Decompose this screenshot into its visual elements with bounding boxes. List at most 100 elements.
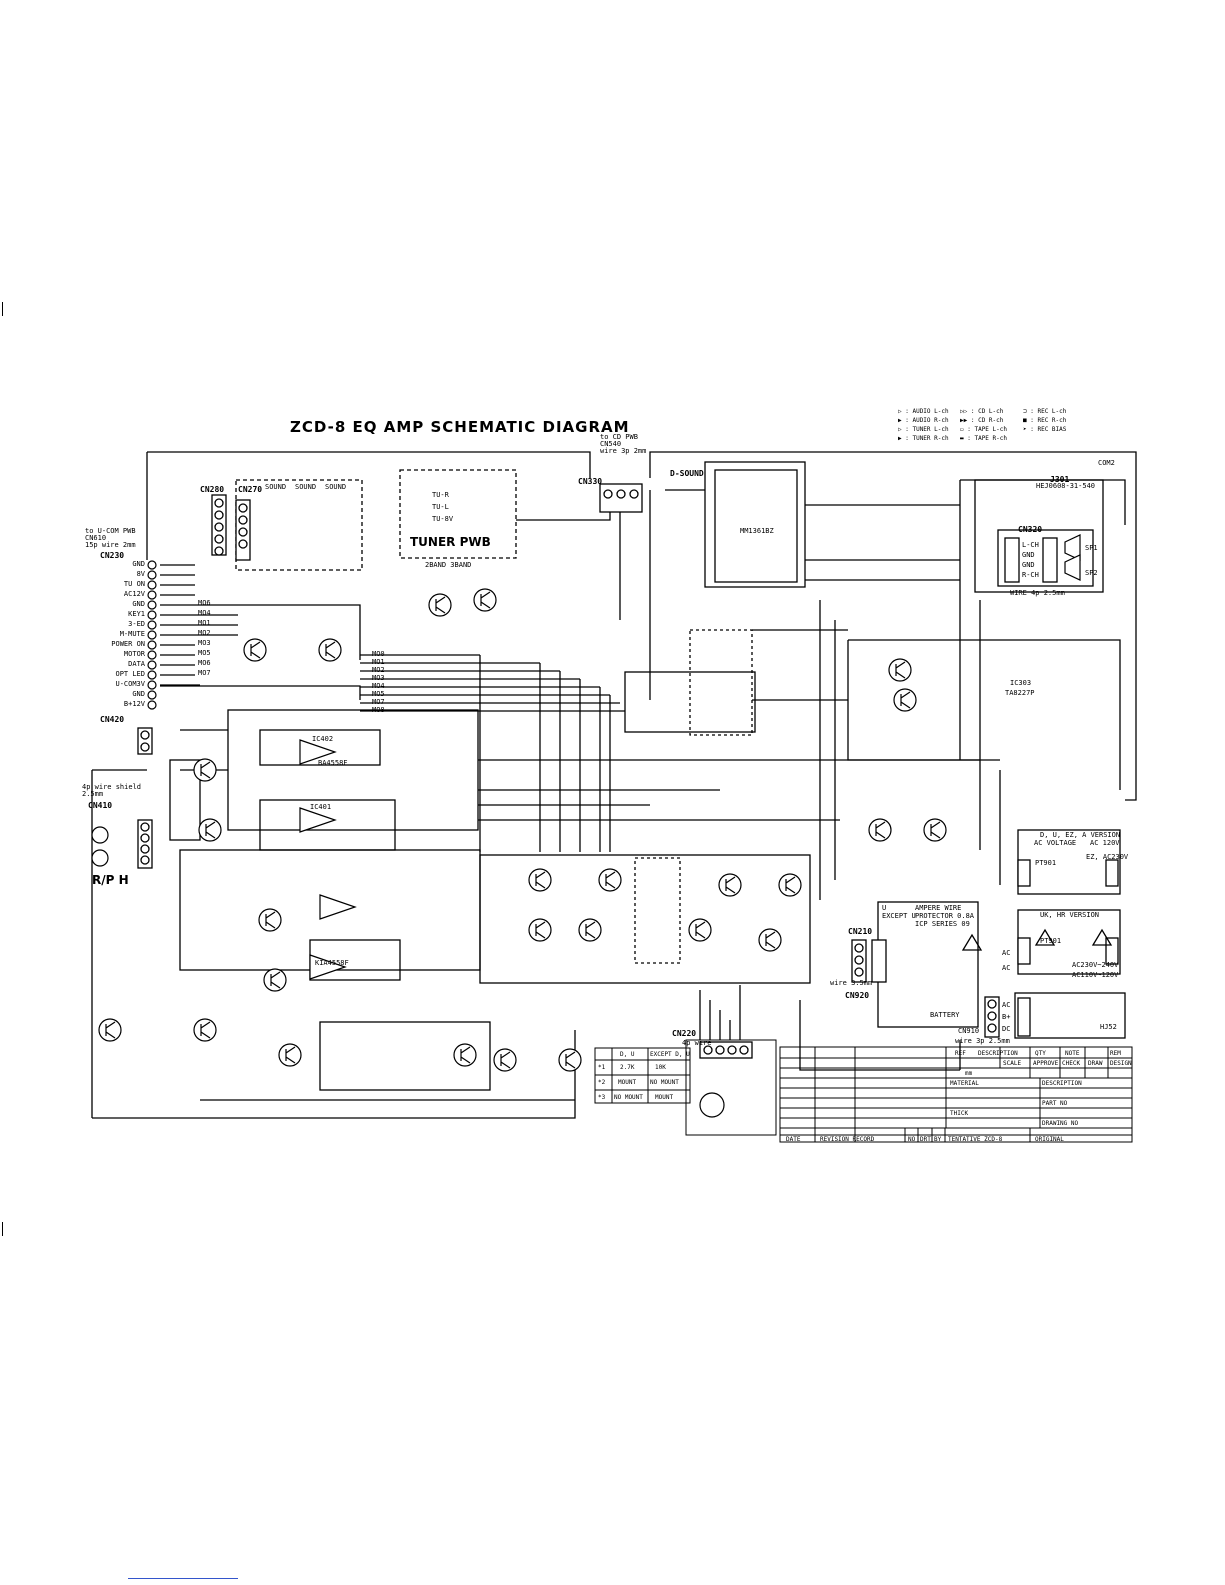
- speaker-label: SP1: [1085, 544, 1098, 552]
- cn910-label: CN910: [958, 1027, 980, 1035]
- tuner-port: TU-L: [432, 503, 449, 511]
- legend-entry: ⊐ : REC L-ch: [1023, 408, 1067, 415]
- cn230-label: CN230: [100, 551, 125, 560]
- pt-label: PT901: [1035, 859, 1057, 867]
- transistor-symbol: [428, 593, 452, 617]
- cn230-pin: [147, 650, 157, 660]
- variant-header: D, U: [620, 1051, 635, 1058]
- transistor-leads: [585, 921, 596, 939]
- transistor-symbol: [278, 1043, 302, 1067]
- variant-cell: 10K: [655, 1064, 666, 1071]
- variant-cell: *1: [598, 1064, 606, 1071]
- speaker-label: SP2: [1085, 569, 1098, 577]
- mo-label: MO8: [372, 706, 385, 714]
- tb-header: QTY: [1035, 1050, 1046, 1057]
- power-uk: UK, HR VERSION: [1040, 911, 1100, 919]
- power-version: D, U, EZ, A VERSION: [1040, 831, 1121, 839]
- cn230-pin: [147, 580, 157, 590]
- cn230-pin: [147, 630, 157, 640]
- cn920-wire: wire 3p 2.5mm: [955, 1037, 1010, 1045]
- ampere-cell: ICP SERIES 09: [915, 920, 970, 928]
- transistor-leads: [105, 1021, 116, 1039]
- mo-label: MO5: [198, 649, 211, 657]
- variant-cell: NO MOUNT: [614, 1094, 643, 1101]
- cn320-pin: GND: [1022, 561, 1035, 569]
- link-underline: [128, 1578, 238, 1579]
- cn230-pin-label: 8V: [136, 570, 145, 578]
- transistor-leads: [895, 661, 906, 679]
- mo-label: MO7: [198, 669, 211, 677]
- tuner-port: TU-8V: [432, 515, 454, 523]
- tb-footer: BY: [934, 1136, 942, 1143]
- ac-label: AC: [1002, 964, 1011, 972]
- mo-label: MO6: [198, 659, 211, 667]
- mo-label: MO4: [372, 682, 385, 690]
- cn230-pin: [147, 690, 157, 700]
- variant-cell: NO MOUNT: [650, 1079, 679, 1086]
- ic-part: TA8227P: [1005, 689, 1035, 697]
- tb-footer: DRT: [920, 1136, 931, 1143]
- transistor-symbol: [473, 588, 497, 612]
- tb-footer: NO: [908, 1136, 916, 1143]
- power-ac-value: EZ, AC230V: [1086, 853, 1129, 861]
- variant-cell: 2.7K: [620, 1064, 635, 1071]
- margin-tick: [2, 302, 3, 316]
- legend-entry: ▶ : AUDIO R-ch: [898, 417, 949, 424]
- transistor-symbol: [598, 868, 622, 892]
- pt-label: PT901: [1040, 937, 1062, 945]
- legend-entry: ▷▷ : CD L-ch: [960, 408, 1004, 415]
- cn320-pin: GND: [1022, 551, 1035, 559]
- tb-footer: DATE: [786, 1136, 801, 1143]
- transistor-symbol: [578, 918, 602, 942]
- j301-part: HEJ0608-31-540: [1036, 482, 1096, 490]
- mo-label: MO0: [372, 650, 385, 658]
- sound-label: SOUND: [265, 483, 287, 491]
- ac-label: AC: [1002, 1001, 1011, 1009]
- transistor-symbol: [758, 928, 782, 952]
- cn330-label: CN330: [578, 477, 603, 486]
- ac-label: B+: [1002, 1013, 1011, 1021]
- cn230-pin-label: TU ON: [123, 580, 145, 588]
- transistor-symbol: [923, 818, 947, 842]
- transistor-symbol: [893, 688, 917, 712]
- transistor-leads: [265, 911, 276, 929]
- ampere-cell: PROTECTOR 0.8A: [915, 912, 975, 920]
- transistor-leads: [725, 876, 736, 894]
- j301-label: J301: [1050, 475, 1070, 484]
- mo-label: MO5: [372, 690, 385, 698]
- cn210-wire: wire 3.5mm: [830, 979, 873, 987]
- ext-label: HJ52: [1100, 1023, 1117, 1031]
- transistor-symbol: [528, 868, 552, 892]
- rph-label: R/P H: [92, 873, 129, 887]
- cn230-pin: [147, 700, 157, 710]
- cn230-pin-label: 3-ED: [128, 620, 145, 628]
- transistor-leads: [200, 1021, 211, 1039]
- mo-label: MO6: [198, 599, 211, 607]
- transistor-leads: [270, 971, 281, 989]
- transistor-symbol: [688, 918, 712, 942]
- ic-part: BA4558F: [318, 759, 348, 767]
- tb-footer: REVISION RECORD: [820, 1136, 875, 1143]
- tb-mm: mm: [965, 1070, 973, 1077]
- transistor-leads: [785, 876, 796, 894]
- cn230-pin-label: GND: [132, 560, 145, 568]
- cn230-pin: [147, 670, 157, 680]
- legend-entry: ▬ : TAPE R-ch: [960, 435, 1007, 442]
- dsound-label: D-SOUND: [670, 469, 704, 478]
- transistor-leads: [205, 821, 216, 839]
- tb-cell: SCALE: [1003, 1060, 1022, 1067]
- transistor-symbol: [778, 873, 802, 897]
- cn230-pin-label: DATA: [128, 660, 145, 668]
- transistor-leads: [875, 821, 886, 839]
- legend-entry: ▷ : AUDIO L-ch: [898, 408, 949, 415]
- transistor-symbol: [193, 1018, 217, 1042]
- tb-header: NOTE: [1065, 1050, 1080, 1057]
- cn420-label: CN420: [100, 715, 125, 724]
- transistor-leads: [605, 871, 616, 889]
- cn230-pin-label: POWER ON: [111, 640, 145, 648]
- transistor-symbol: [258, 908, 282, 932]
- sound-label: SOUND: [295, 483, 317, 491]
